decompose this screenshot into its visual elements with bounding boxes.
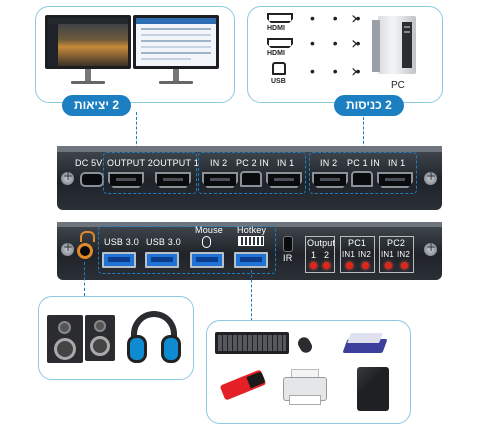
usb-b-port-icon	[272, 62, 286, 75]
audio-jack-port[interactable]	[77, 243, 93, 259]
hdmi-pc1-in2-port[interactable]	[312, 172, 348, 188]
pc2-in1-label: IN 1	[277, 158, 295, 168]
pc1-led-in1: IN1	[342, 250, 356, 259]
connector-line	[84, 262, 85, 296]
pc1-in2-label: IN 2	[320, 158, 338, 168]
output-led-num-2: 2	[324, 250, 330, 260]
audio-callout	[38, 296, 194, 380]
keyboard-icon	[215, 332, 289, 354]
pc1-in-label: PC 1 IN	[347, 158, 380, 168]
inputs-callout: HDMI • • • › HDMI • • • › USB • • • › PC	[247, 6, 443, 103]
pc2-led-1	[385, 262, 392, 269]
usb-hotkey-port[interactable]	[234, 252, 268, 268]
kvm-front-panel	[57, 222, 442, 280]
pc2-port-group	[198, 152, 306, 194]
output-led-1	[310, 262, 317, 269]
usb-mouse-port[interactable]	[190, 252, 224, 268]
keyboard-icon	[238, 236, 264, 246]
pc1-led-1	[346, 262, 353, 269]
outputs-port-group	[103, 152, 197, 194]
monitor-left-icon	[45, 15, 131, 87]
dots-connector: • • •	[310, 10, 368, 26]
mouse-icon	[295, 335, 315, 355]
hdmi-output2-port[interactable]	[108, 172, 144, 188]
pc1-led-title: PC1	[348, 238, 367, 248]
connector-line	[363, 112, 364, 168]
speaker-icon	[47, 315, 83, 363]
chevron-right-icon: ›	[351, 33, 359, 54]
hdmi-port-icon	[267, 13, 293, 23]
outputs-callout	[35, 6, 235, 103]
usb-b-pc2-port[interactable]	[240, 171, 262, 187]
dc-label: DC 5V	[75, 158, 103, 168]
pc2-in2-label: IN 2	[210, 158, 228, 168]
pc2-led-in1: IN1	[381, 250, 395, 259]
pc1-led-in2: IN2	[358, 250, 372, 259]
printer-icon	[283, 369, 327, 409]
outputs-badge: 2 יציאות	[62, 95, 131, 116]
usb-b-pc1-port[interactable]	[351, 171, 373, 187]
hdmi-output1-port[interactable]	[155, 172, 191, 188]
pc-label: PC	[391, 80, 405, 91]
output2-label: OUTPUT 2	[107, 158, 153, 168]
output-led-title: Output	[307, 238, 336, 248]
external-hard-drive-icon	[357, 367, 389, 411]
usb3-port-1[interactable]	[102, 252, 136, 268]
pc1-led-2	[362, 262, 369, 269]
dots-connector: • • •	[310, 63, 368, 79]
hdmi-port-icon	[267, 38, 293, 48]
scanner-icon	[342, 327, 389, 357]
hdmi-pc2-in2-port[interactable]	[202, 172, 238, 188]
screw-icon	[61, 240, 74, 256]
headphone-icon	[80, 231, 95, 242]
speaker-icon	[85, 315, 115, 361]
screw-icon	[61, 169, 74, 185]
hdmi-pc1-in1-port[interactable]	[377, 172, 413, 188]
screw-icon	[424, 240, 437, 256]
usb2-label: USB 3.0	[146, 237, 181, 247]
pc2-led-box	[379, 236, 414, 273]
dots-connector: • • •	[310, 35, 368, 51]
input-row-label: HDMI	[267, 25, 285, 32]
pc2-led-title: PC2	[387, 238, 406, 248]
hotkey-label: Hotkey	[237, 225, 267, 235]
usb1-label: USB 3.0	[104, 237, 139, 247]
connector-line	[251, 270, 252, 321]
pc1-led-box	[340, 236, 375, 273]
usb-flash-drive-icon	[219, 369, 267, 401]
pc1-in1-label: IN 1	[388, 158, 406, 168]
usb-port-group	[98, 226, 276, 274]
mouse-label: Mouse	[195, 225, 224, 235]
hdmi-pc2-in1-port[interactable]	[266, 172, 302, 188]
ir-sensor	[283, 236, 293, 252]
output1-label: OUTPUT 1	[153, 158, 199, 168]
pc2-in-label: PC 2 IN	[236, 158, 269, 168]
input-row-label: USB	[271, 78, 286, 85]
pc2-led-in2: IN2	[397, 250, 411, 259]
peripherals-callout	[206, 320, 411, 424]
output-led-box	[305, 236, 335, 273]
input-row-label: HDMI	[267, 50, 285, 57]
dc-power-port[interactable]	[80, 172, 104, 187]
output-led-2	[323, 262, 330, 269]
output-led-num-1: 1	[311, 250, 317, 260]
pc2-led-2	[401, 262, 408, 269]
pc1-port-group	[309, 152, 417, 194]
usb3-port-2[interactable]	[145, 252, 179, 268]
ir-label: IR	[283, 253, 293, 263]
screw-icon	[424, 169, 437, 185]
pc-tower-icon	[372, 16, 420, 76]
chevron-right-icon: ›	[351, 8, 359, 29]
mouse-icon	[202, 236, 211, 248]
monitor-right-icon	[133, 15, 219, 87]
connector-line	[136, 112, 137, 168]
headset-icon	[125, 311, 183, 367]
chevron-right-icon: ›	[351, 61, 359, 82]
inputs-badge: 2 כניסות	[334, 95, 404, 116]
